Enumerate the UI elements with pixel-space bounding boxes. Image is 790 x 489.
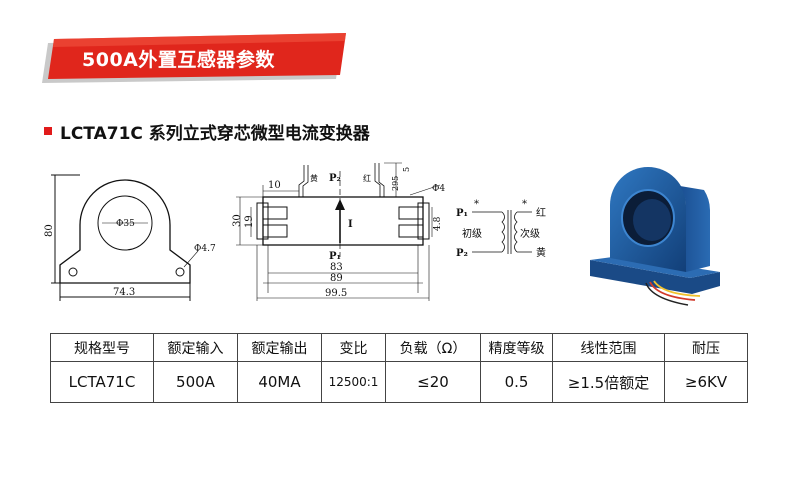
sch-p2: P₂ — [456, 248, 468, 259]
sch-primary: 初级 — [462, 227, 482, 240]
dim-5: 5 — [402, 167, 411, 172]
header-model: 规格型号 — [50, 333, 154, 362]
sch-p1: P₁ — [456, 208, 468, 219]
dim-19: 19 — [244, 215, 255, 228]
dim-height: 80 — [44, 224, 55, 237]
table-row: LCTA71C 500A 40MA 12500:1 ≤20 0.5 ≥1.5倍额… — [50, 361, 748, 403]
sch-star-right: * — [522, 199, 527, 210]
label-p1: P₁ — [329, 251, 341, 262]
dim-base-width: 74.3 — [113, 287, 135, 298]
wire-red-label: 红 — [363, 173, 371, 183]
cell-withstand-voltage: ≥6KV — [664, 361, 748, 403]
cell-linear-range: ≥1.5倍额定 — [552, 361, 665, 403]
banner-title: 500A外置互感器参数 — [82, 49, 275, 71]
mount-hole-label: Φ4.7 — [194, 244, 216, 254]
dim-4-8: 4.8 — [433, 216, 443, 231]
front-view-drawing: 80 Φ35 Φ4.7 74.3 — [44, 174, 216, 301]
wire-yellow-label: 黄 — [310, 173, 318, 183]
header-rated-output: 额定输出 — [237, 333, 322, 362]
section-title: LCTA71C 系列立式穿芯微型电流变换器 — [60, 123, 370, 144]
hole-dia-label: Φ35 — [116, 219, 135, 229]
cell-load: ≤20 — [385, 361, 481, 403]
cell-ratio: 12500:1 — [321, 361, 386, 403]
cell-rated-output: 40MA — [237, 361, 322, 403]
bullet-square-icon — [44, 127, 52, 135]
header-load: 负载（Ω） — [385, 333, 481, 362]
dim-295: 295 — [391, 176, 400, 191]
section-heading: LCTA71C 系列立式穿芯微型电流变换器 — [44, 120, 370, 144]
banner-ribbon — [42, 33, 346, 83]
spec-table: 规格型号 额定输入 额定输出 变比 负载（Ω） 精度等级 线性范围 耐压 LCT… — [50, 333, 748, 403]
header-ratio: 变比 — [321, 333, 386, 362]
header-withstand-voltage: 耐压 — [664, 333, 748, 362]
cell-model: LCTA71C — [50, 361, 154, 403]
label-current: I — [348, 219, 353, 230]
sch-yellow: 黄 — [536, 246, 546, 259]
dim-89: 89 — [330, 273, 343, 284]
table-header-row: 规格型号 额定输入 额定输出 变比 负载（Ω） 精度等级 线性范围 耐压 — [50, 333, 748, 362]
sch-secondary: 次级 — [520, 227, 540, 240]
dim-99-5: 99.5 — [325, 288, 347, 299]
title-banner: 500A外置互感器参数 — [40, 33, 352, 85]
sch-star-left: * — [474, 199, 479, 210]
dim-phi4: Φ4 — [432, 184, 445, 194]
header-linear-range: 线性范围 — [552, 333, 665, 362]
label-p2: P₂ — [329, 173, 341, 184]
dim-30: 30 — [232, 214, 243, 227]
product-photo — [590, 167, 720, 306]
cell-rated-input: 500A — [153, 361, 238, 403]
sch-red: 红 — [536, 206, 546, 219]
header-accuracy: 精度等级 — [480, 333, 553, 362]
wiring-schematic: P₁ P₂ * * 初级 次级 红 黄 — [456, 199, 546, 259]
side-view-drawing: P₂ P₁ I 黄 红 295 5 10 30 19 Φ4 4.8 83 89 — [232, 162, 445, 301]
dim-10: 10 — [268, 180, 281, 191]
cell-accuracy: 0.5 — [480, 361, 553, 403]
header-rated-input: 额定输入 — [153, 333, 238, 362]
technical-drawings: 80 Φ35 Φ4.7 74.3 P₂ P₁ I 黄 红 — [44, 162, 546, 301]
dim-83: 83 — [330, 262, 343, 273]
